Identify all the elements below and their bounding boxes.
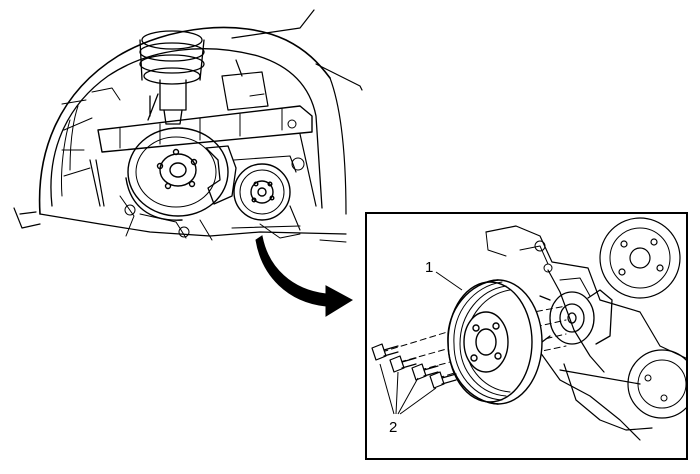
- brake-caliper: [205, 145, 237, 205]
- wheel-well-liner: [50, 48, 323, 209]
- engine-block: [485, 225, 687, 441]
- overview-crank-pulley: [233, 163, 291, 221]
- crankshaft-nose: [539, 289, 613, 345]
- frame-rail: [97, 105, 313, 153]
- leader-2d: [399, 387, 437, 415]
- leader-2b: [395, 371, 399, 415]
- callout-2: 2: [389, 419, 397, 436]
- detail-pointer-arrow: [255, 235, 354, 317]
- balancer-bolts: [371, 343, 457, 389]
- bolt-3: [411, 363, 439, 381]
- timing-gear: [599, 217, 681, 299]
- lower-control-arm: [13, 207, 347, 237]
- overview-illustration: [13, 9, 363, 243]
- bolt-1: [371, 343, 399, 361]
- fender-arch: [38, 26, 331, 215]
- strut-spring: [139, 30, 205, 125]
- bolt-2: [389, 355, 417, 373]
- leader-2a: [379, 363, 395, 415]
- brake-rotor-hub: [125, 127, 229, 221]
- leader-1: [435, 271, 463, 291]
- crankshaft-balancer: [447, 279, 543, 405]
- bolt-4: [429, 371, 457, 389]
- callout-1: 1: [425, 259, 433, 276]
- callout-leaders: [379, 271, 463, 415]
- detail-illustration: [371, 217, 687, 441]
- fender-body: [231, 9, 363, 215]
- leader-2c: [397, 377, 419, 415]
